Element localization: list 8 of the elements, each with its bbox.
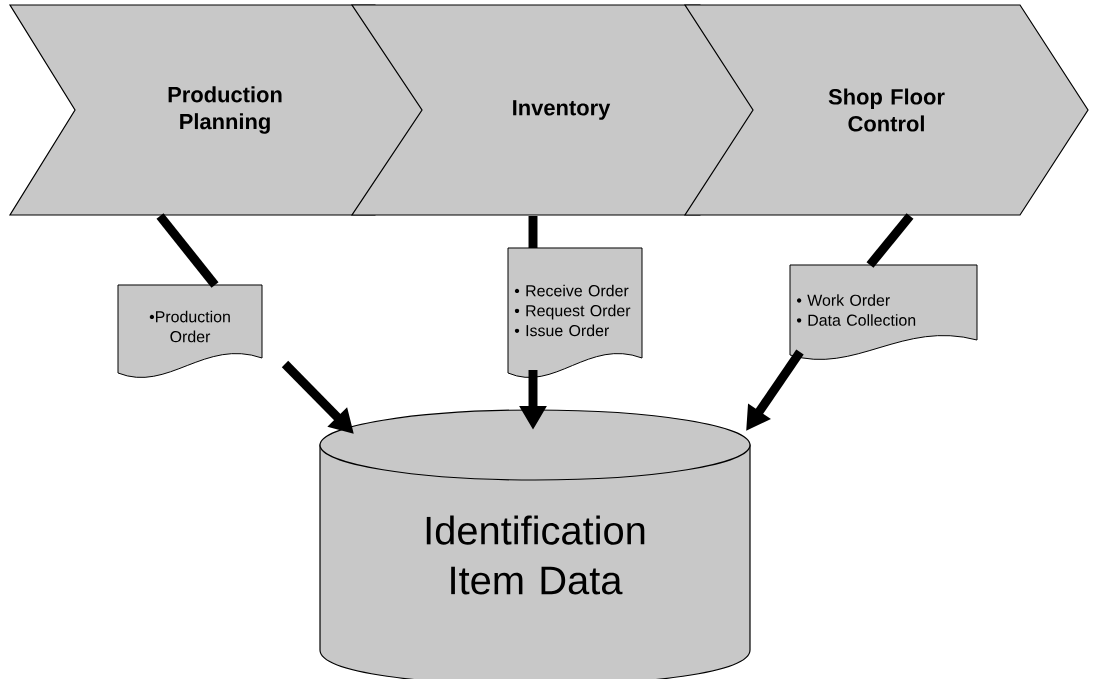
node-label: Shop Floor Control bbox=[828, 88, 945, 132]
chevron-box: Inventory bbox=[350, 4, 771, 216]
chevron-box: Shop Floor Control bbox=[683, 4, 1089, 216]
database-cylinder: Identification Item Data bbox=[319, 409, 751, 679]
document-box: • Receive Order • Request Order • Issue Order bbox=[507, 247, 643, 378]
document-box: •Production Order bbox=[117, 284, 263, 378]
document-box: • Work Order • Data Collection bbox=[789, 264, 978, 360]
chevron-box: Production Planning bbox=[8, 4, 441, 216]
